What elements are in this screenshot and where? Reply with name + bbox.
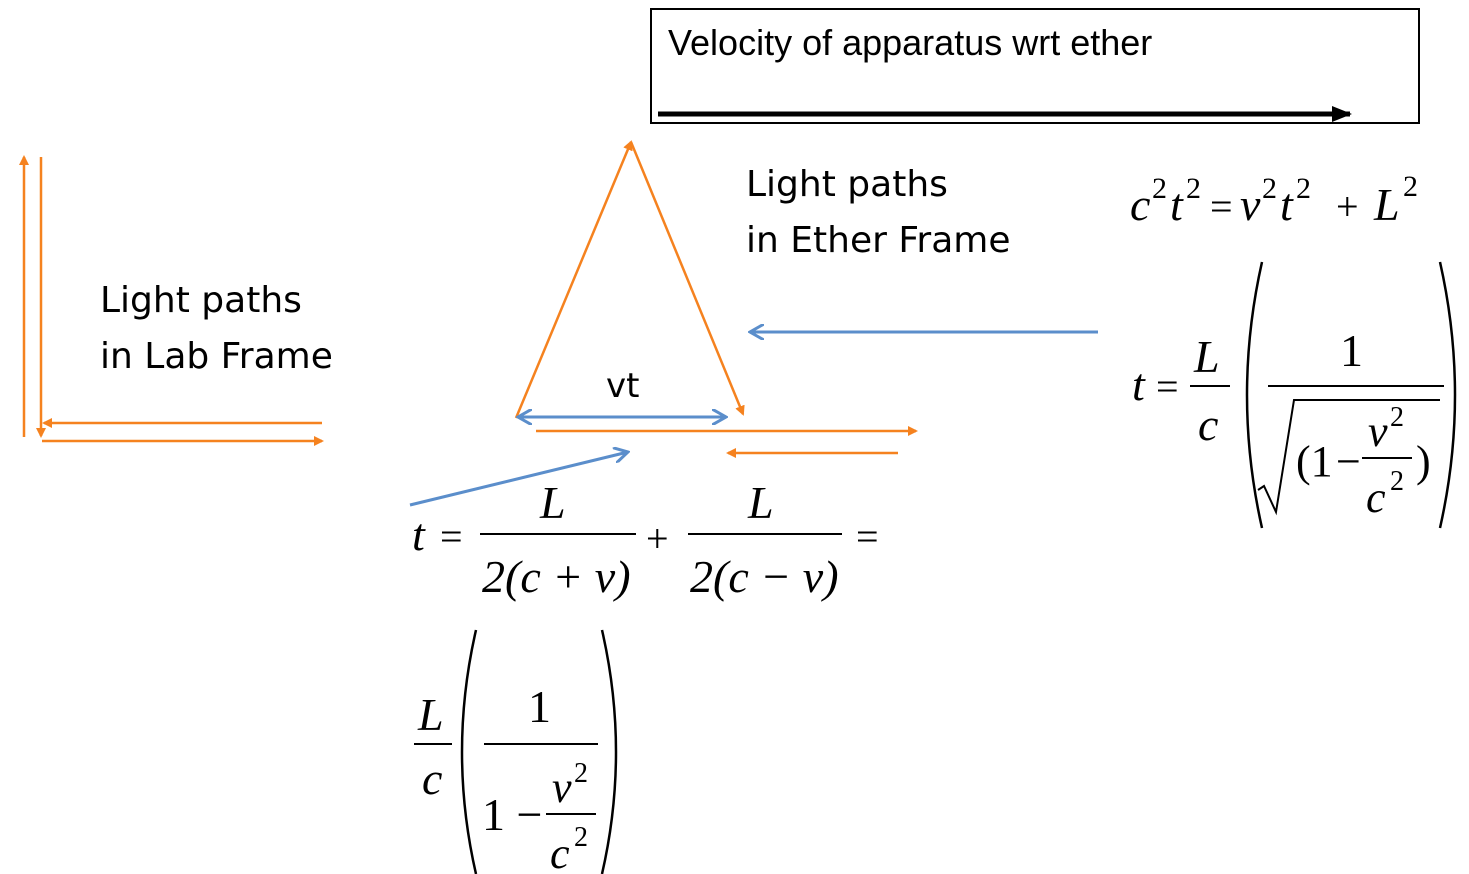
pointer-arrow-longitudinal xyxy=(409,452,628,507)
eq2-v: v xyxy=(1368,407,1388,456)
eq2-paren-left xyxy=(1245,261,1264,529)
eq2-t: t xyxy=(1132,359,1146,410)
eq4-c: c xyxy=(422,753,442,804)
eq1-c-exp: 2 xyxy=(1152,172,1167,205)
eq1-plus: + xyxy=(1336,184,1359,229)
eq3-L1: L xyxy=(539,477,566,528)
eq2-paren-right xyxy=(1438,261,1457,529)
ether-frame-label-line1: Light paths xyxy=(746,164,948,205)
eq1-equals: = xyxy=(1210,184,1233,229)
eq2-L: L xyxy=(1193,331,1220,382)
eq3-den1: 2(c + v) xyxy=(482,551,631,602)
eq4-paren-right xyxy=(600,629,618,874)
lab-frame-label-line2: in Lab Frame xyxy=(100,336,333,377)
eq4-one-minus: 1 − xyxy=(482,789,542,840)
eq3-equals-tail: = xyxy=(856,514,879,559)
eq4-paren-left xyxy=(460,629,478,874)
eq2-v-exp: 2 xyxy=(1390,402,1404,433)
equation-result: L c 1 1 − v 2 c 2 xyxy=(414,629,618,874)
eq4-one: 1 xyxy=(528,681,551,732)
eq3-L2: L xyxy=(747,477,774,528)
eq2-equals: = xyxy=(1156,364,1179,409)
ether-path-up xyxy=(514,140,633,419)
eq2-c: c xyxy=(1198,399,1218,450)
eq1-t: t xyxy=(1170,179,1184,230)
velocity-box-border xyxy=(650,8,1420,124)
eq2-sqrt xyxy=(1257,399,1440,516)
eq4-v-exp: 2 xyxy=(574,758,588,789)
blue-arrows xyxy=(409,332,1098,507)
eq3-den2: 2(c − v) xyxy=(690,551,839,602)
ether-frame-label-line2: in Ether Frame xyxy=(746,220,1011,261)
velocity-label: Velocity of apparatus wrt ether xyxy=(668,22,1153,63)
eq3-plus: + xyxy=(646,516,669,561)
eq3-t: t xyxy=(412,509,426,560)
equation-pythagoras: c 2 t 2 = v 2 t 2 + L 2 xyxy=(1130,170,1418,230)
eq3-equals: = xyxy=(440,514,463,559)
eq4-c2: c xyxy=(550,829,570,874)
equation-transverse: t = L c 1 (1 − v 2 c 2 ) xyxy=(1132,261,1457,529)
ether-path-down xyxy=(629,141,745,416)
eq1-L-exp: 2 xyxy=(1403,170,1418,203)
lab-frame-label-line1: Light paths xyxy=(100,280,302,321)
eq2-c2: c xyxy=(1366,473,1386,522)
eq2-minus: − xyxy=(1336,437,1361,486)
eq2-c-exp: 2 xyxy=(1390,466,1404,497)
eq1-t2-exp: 2 xyxy=(1296,172,1311,205)
eq2-open: (1 xyxy=(1296,437,1333,486)
eq2-one: 1 xyxy=(1340,325,1363,376)
eq1-t2: t xyxy=(1280,179,1294,230)
lab-frame-paths xyxy=(19,155,324,446)
eq1-v-exp: 2 xyxy=(1262,172,1277,205)
equation-longitudinal: t = L 2(c + v) + L 2(c − v) = xyxy=(412,477,879,602)
eq1-c: c xyxy=(1130,179,1150,230)
eq2-close: ) xyxy=(1416,437,1431,486)
eq4-L: L xyxy=(417,689,444,740)
ether-frame-paths xyxy=(514,140,918,458)
eq1-t-exp: 2 xyxy=(1186,172,1201,205)
vt-label: vt xyxy=(606,366,640,406)
eq4-c-exp: 2 xyxy=(574,822,588,853)
eq1-v: v xyxy=(1240,179,1261,230)
eq4-v: v xyxy=(552,763,572,812)
velocity-box xyxy=(650,8,1420,124)
eq1-L: L xyxy=(1373,179,1400,230)
